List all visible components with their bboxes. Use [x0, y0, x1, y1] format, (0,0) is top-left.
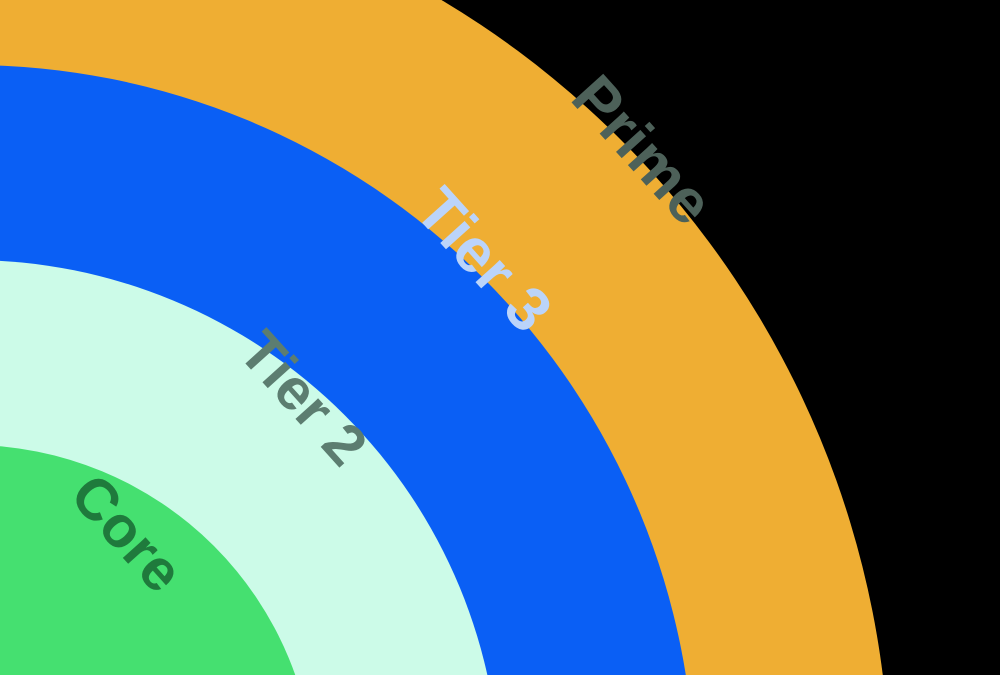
- ring-core[interactable]: [0, 445, 315, 675]
